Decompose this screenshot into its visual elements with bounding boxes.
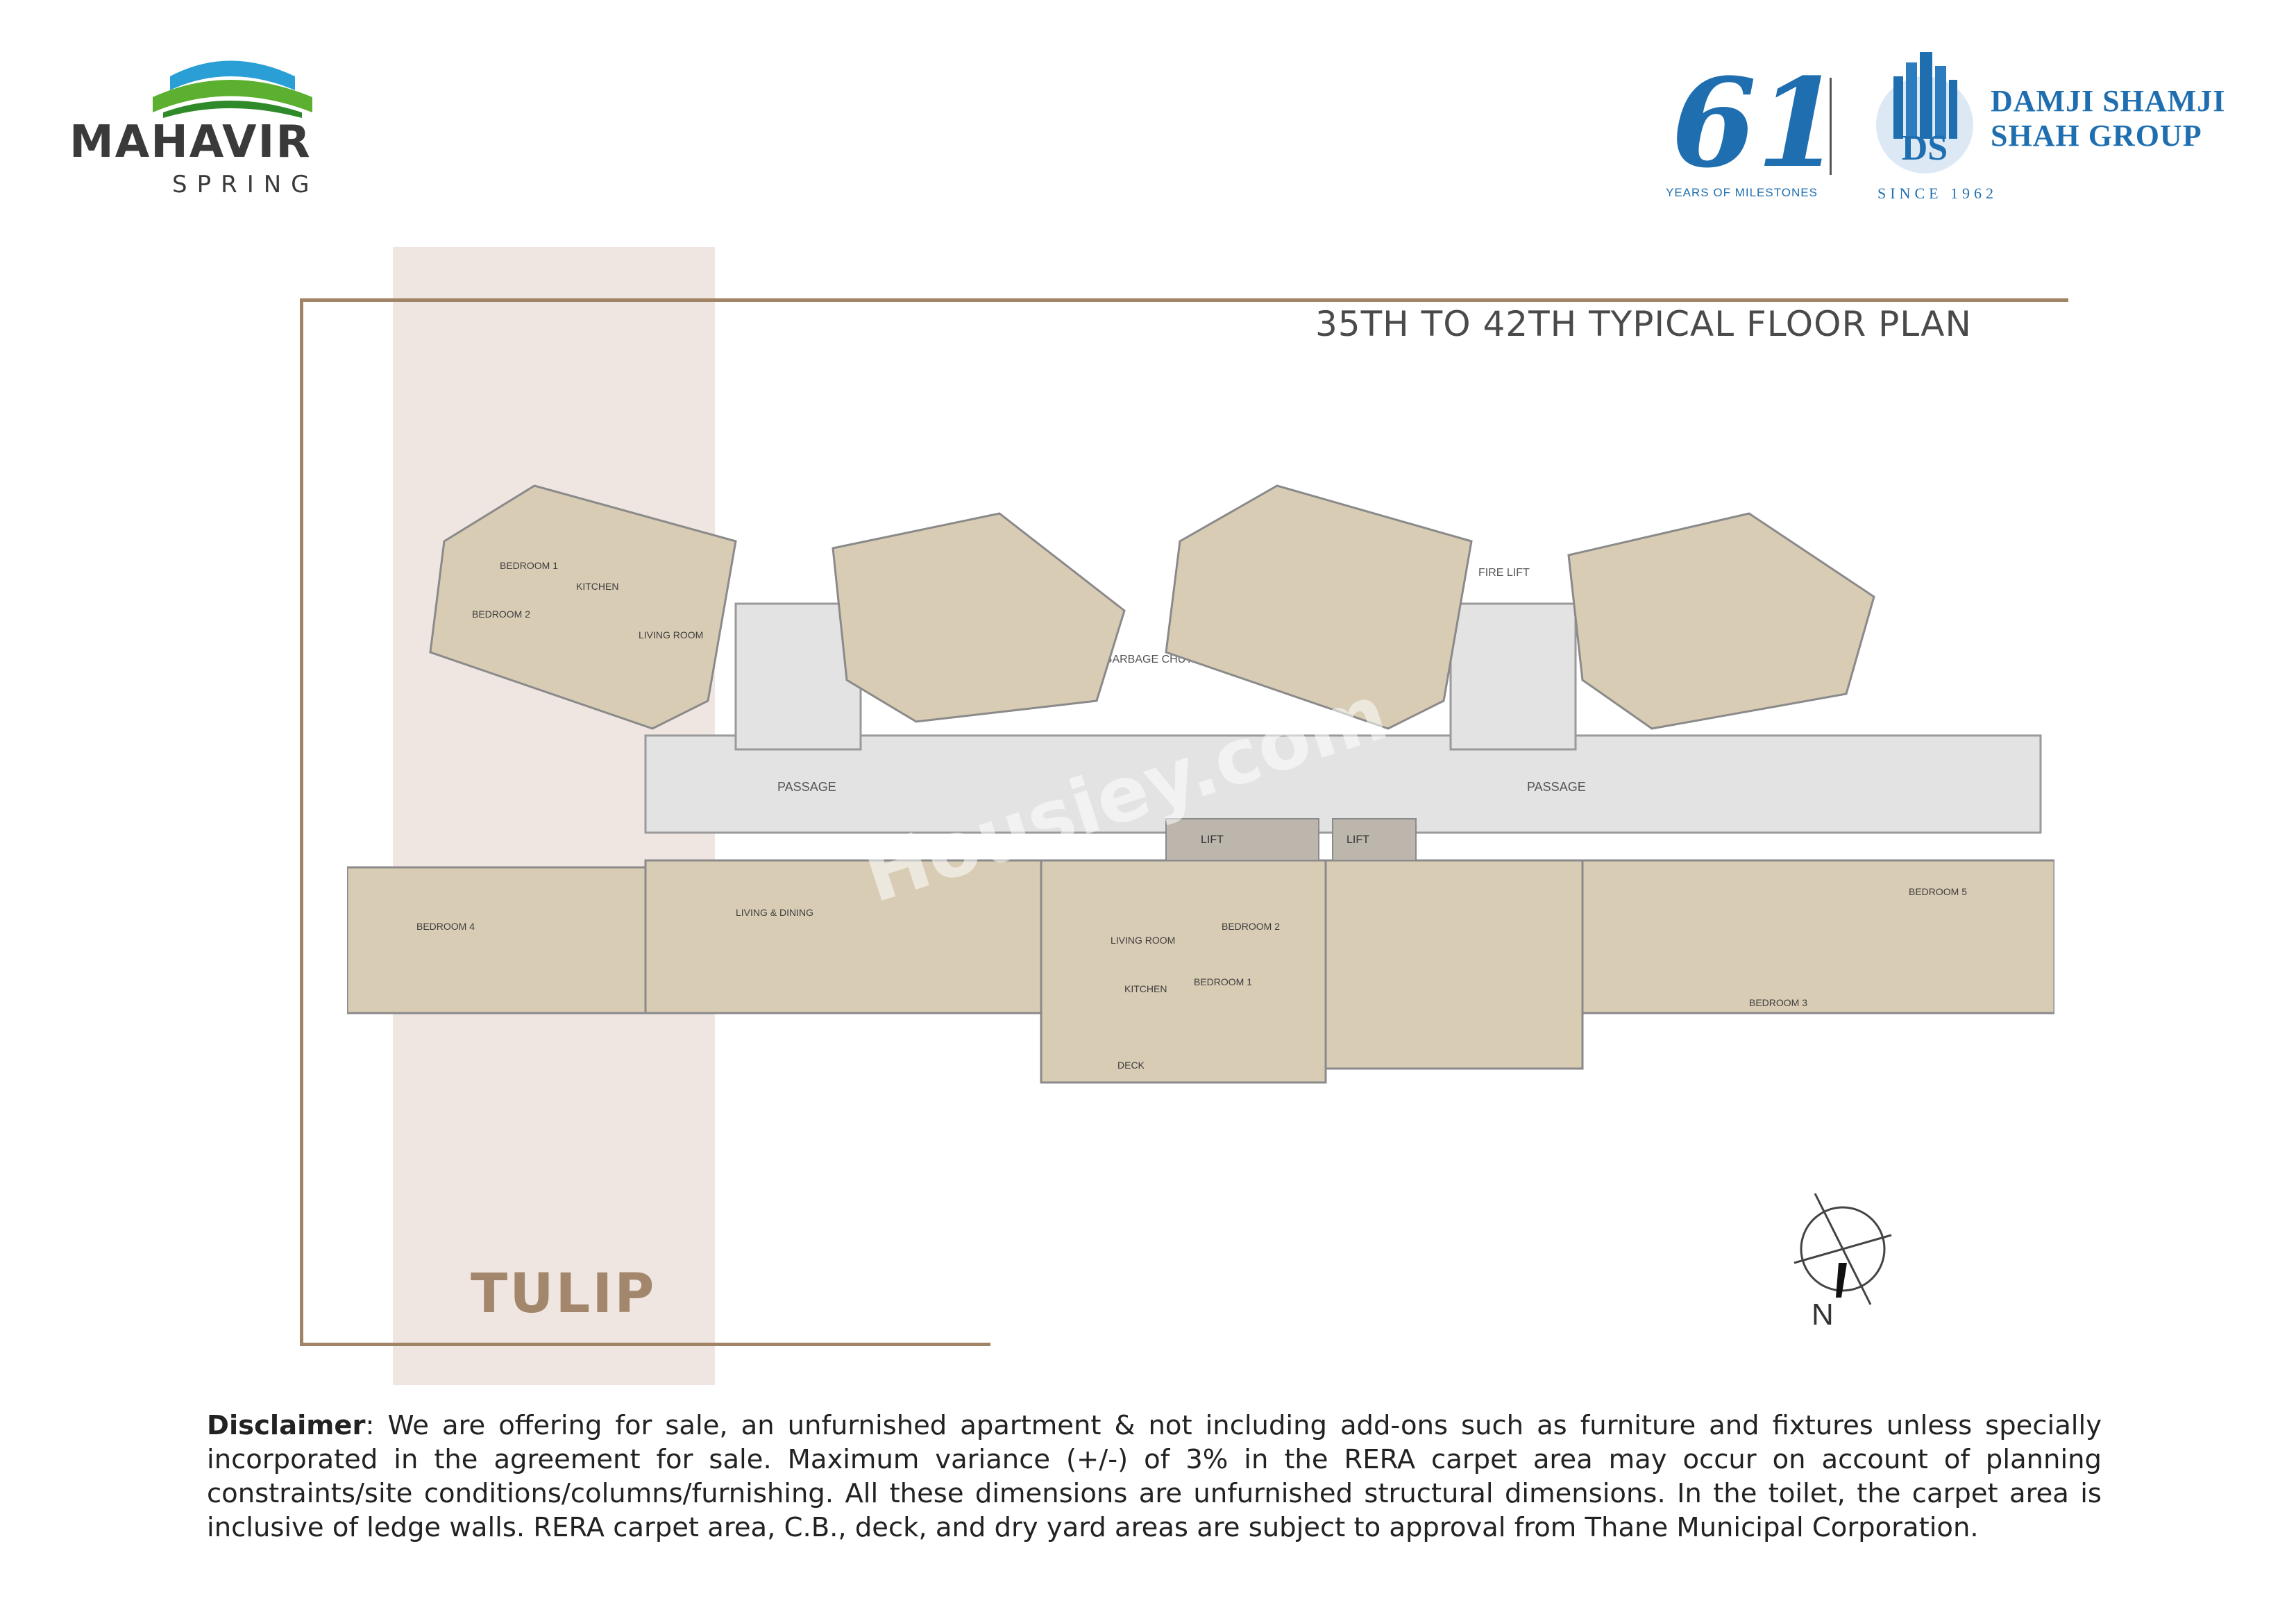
deck-9: DECK [1117, 1060, 1145, 1071]
disclaimer: Disclaimer: We are offering for sale, an… [207, 1409, 2102, 1545]
since-year: SINCE 1962 [1877, 185, 1998, 202]
disclaimer-text: : We are offering for sale, an unfurnish… [207, 1410, 2102, 1543]
frame-line-bottom [300, 1343, 990, 1346]
lift-core-2 [1332, 818, 1417, 861]
brand-subtitle: SPRING [172, 171, 319, 198]
lift-label: LIFT [1201, 834, 1224, 846]
room-bedroom3: BEDROOM 3 [1749, 997, 1807, 1008]
unit-2 [832, 512, 1126, 723]
brand-name: MAHAVIR [69, 117, 312, 168]
frame-line-left [300, 298, 303, 1346]
unit-5 [1581, 859, 2054, 1014]
room-bedroom2-9: BEDROOM 2 [1222, 921, 1280, 932]
unit-4 [1567, 512, 1875, 730]
room-bedroom2: BEDROOM 2 [472, 609, 530, 620]
fire-lift-label: FIRE LIFT [1478, 567, 1530, 579]
unit-6 [1324, 859, 1584, 1070]
group-name-line2: SHAH GROUP [1991, 119, 2202, 153]
mahavir-spring-logo [153, 60, 312, 118]
unit-1 [429, 484, 737, 730]
room-kitchen: KITCHEN [576, 581, 618, 592]
group-name-line1: DAMJI SHAMJI [1991, 84, 2226, 118]
room-living: LIVING ROOM [639, 629, 703, 640]
passage-label-right: PASSAGE [1527, 780, 1586, 794]
north-compass-icon [1793, 1193, 1892, 1305]
compass-north-label: N [1812, 1298, 1834, 1332]
lift-core [1165, 818, 1319, 861]
logo-divider [1830, 78, 1832, 175]
unit-9 [1040, 859, 1327, 1084]
room-living-9: LIVING ROOM [1111, 935, 1175, 946]
disclaimer-label: Disclaimer [207, 1410, 366, 1441]
anniversary-number: 61 [1671, 51, 1841, 195]
room-living-dining: LIVING & DINING [736, 907, 813, 918]
anniversary-text: YEARS OF MILESTONES [1666, 186, 1818, 199]
ds-group-logo-icon: DS [1876, 52, 1973, 173]
room-kitchen-9: KITCHEN [1124, 983, 1167, 994]
tower-name: TULIP [471, 1263, 657, 1325]
ds-monogram: DS [1902, 128, 1948, 168]
room-bedroom5: BEDROOM 5 [1909, 886, 1967, 897]
passage-label-left: PASSAGE [777, 780, 836, 794]
floor-plan-title: 35TH TO 42TH TYPICAL FLOOR PLAN [1315, 304, 1972, 344]
room-bedroom1: BEDROOM 1 [500, 560, 558, 571]
floor-plan-drawing: PASSAGE PASSAGE GARBAGE CHUTE FIRE LIFT … [347, 484, 2054, 1084]
room-bedroom4: BEDROOM 4 [416, 921, 475, 932]
lift-label-2: LIFT [1347, 834, 1369, 846]
stair-right [1449, 602, 1577, 751]
room-bedroom1-9: BEDROOM 1 [1194, 976, 1252, 987]
unit-7 [347, 866, 647, 1014]
unit-3 [1165, 484, 1473, 730]
stair-left [734, 602, 862, 751]
frame-line-top [300, 298, 2068, 302]
